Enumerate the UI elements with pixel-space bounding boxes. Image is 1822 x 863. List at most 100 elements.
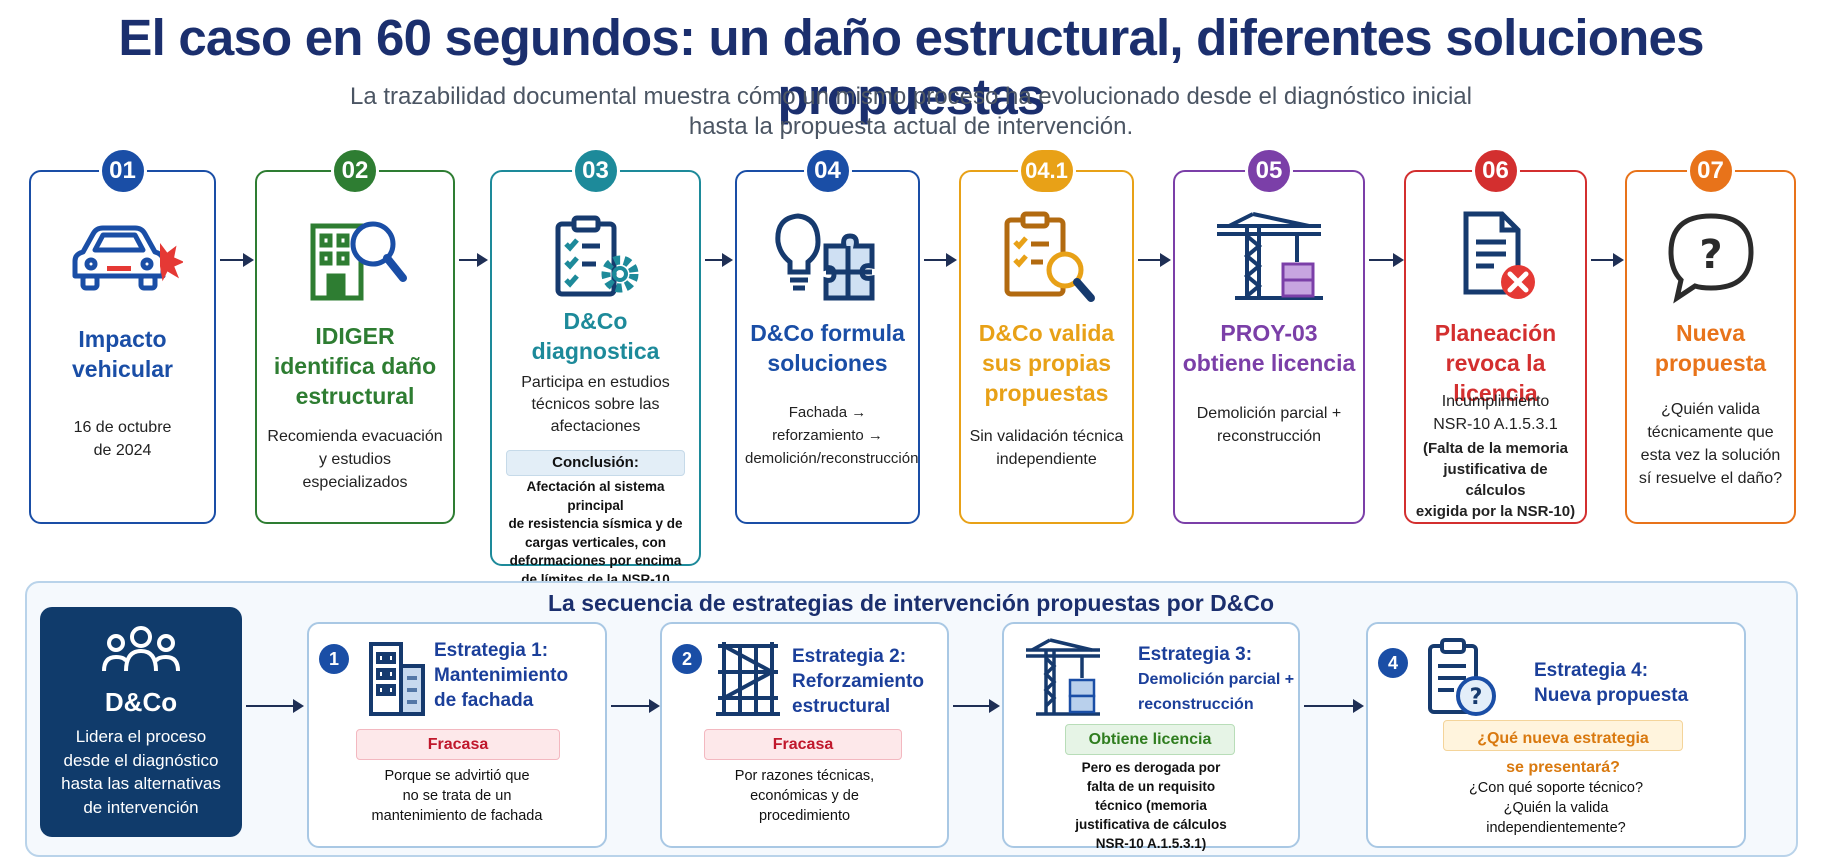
- clipboard-gear-icon: [536, 206, 656, 306]
- dco-description: Lidera el proceso desde el diagnóstico h…: [50, 725, 232, 819]
- step-number-badge: 04: [803, 147, 852, 195]
- car-crash-icon: [63, 206, 184, 306]
- step-desc-line: técnicamente que: [1647, 424, 1774, 441]
- scaffold-icon: [710, 636, 790, 718]
- step-description: Participa en estudios técnicos sobre las…: [500, 372, 691, 438]
- strategy-desc-line: ¿Quién la valida: [1503, 800, 1609, 816]
- step-description: Incumplimiento NSR-10 A.1.5.3.1: [1414, 390, 1577, 436]
- step-title-line: Planeación: [1434, 320, 1557, 346]
- strategy-desc-line: Porque se advirtió que: [384, 768, 530, 784]
- step-title-line: PROY-03: [1220, 320, 1318, 346]
- step-title-line: IDIGER: [315, 323, 395, 349]
- strategy-title-line: estructural: [792, 696, 891, 717]
- step-number-badge: 05: [1245, 147, 1293, 195]
- step-title-line: diagnostica: [531, 338, 660, 364]
- conclusion-line: cargas verticales, con: [524, 534, 667, 550]
- strategy-number: 2: [672, 644, 702, 674]
- result-badge: Fracasa: [356, 729, 560, 760]
- dco-desc-line: hasta las alternativas: [61, 774, 221, 793]
- panel-title: La secuencia de estrategias de intervenc…: [548, 590, 1274, 616]
- question-badge: ¿Qué nueva estrategia se presentará?: [1443, 720, 1683, 776]
- strategy-title-line: Reforzamiento: [792, 671, 924, 692]
- arrow-right-icon: [1304, 699, 1364, 713]
- dco-desc-line: de intervención: [83, 797, 199, 817]
- step-number-badge: 07: [1686, 147, 1735, 195]
- strategy-title: Estrategia 1: Mantenimiento de fachada: [434, 638, 568, 713]
- strategy-description: Porque se advirtió que no se trata de un…: [319, 766, 595, 826]
- step-desc-line: Recomienda evacuación: [267, 428, 443, 445]
- strategy-title-line: Mantenimiento: [434, 665, 569, 686]
- conclusion-label: Conclusión:: [506, 450, 685, 476]
- step-description: 16 de octubre de 2024: [39, 416, 206, 462]
- strategy-desc-line: justificativa de cálculos: [1075, 817, 1227, 832]
- step-desc-line: técnicos sobre las: [531, 396, 660, 413]
- step-note-line: (Falta de la memoria: [1422, 440, 1569, 457]
- strategy-title-line: Demolición parcial +: [1138, 671, 1295, 688]
- conclusion-line: deformaciones por encima: [509, 553, 682, 568]
- step-title-line: D&Co: [563, 308, 628, 334]
- step-note-line: justificativa de cálculos: [1443, 461, 1548, 499]
- step-description: Demolición parcial + reconstrucción: [1183, 402, 1355, 448]
- step-desc-line: Demolición parcial +: [1196, 405, 1342, 422]
- strategy-title: Estrategia 2: Reforzamiento estructural: [792, 644, 924, 719]
- step-desc-line: afectaciones: [550, 418, 641, 435]
- step-desc-line: Fachada →: [788, 404, 867, 421]
- step-desc-line: ¿Quién valida: [1661, 401, 1760, 418]
- question-line: ¿Qué nueva estrategia: [1477, 730, 1649, 747]
- arrow-right-icon: [953, 699, 1000, 713]
- step-title-line: Nueva: [1675, 320, 1746, 346]
- strategy-title: Estrategia 3: Demolición parcial + recon…: [1138, 642, 1294, 717]
- subtitle-line: La trazabilidad documental muestra cómo …: [350, 83, 1472, 110]
- svg-text:?: ?: [1470, 685, 1483, 710]
- step-title-line: obtiene licencia: [1182, 350, 1356, 376]
- strategy-number: 1: [319, 644, 349, 674]
- dco-name: D&Co: [104, 687, 178, 717]
- crane-icon: [1022, 636, 1102, 718]
- step-01-card: 01 Impacto vehicular 16 de octubre de 20…: [29, 147, 216, 524]
- step-title: Nueva propuesta: [1633, 318, 1788, 378]
- strategy-title-line: Estrategia 1:: [434, 640, 549, 661]
- dco-desc-line: Lidera el proceso: [75, 727, 207, 746]
- step-desc-line: NSR-10 A.1.5.3.1: [1433, 416, 1558, 433]
- step-title-line: propuesta: [1654, 350, 1767, 376]
- arrow-right-icon: [1138, 253, 1171, 267]
- building-search-icon: [295, 206, 415, 306]
- strategy-title-line: de fachada: [434, 690, 534, 711]
- step-title-line: estructural: [295, 383, 415, 409]
- step-07-card: 07 ? Nueva propuesta ¿Quién valida técni…: [1625, 147, 1796, 524]
- question-bubble-icon: ?: [1651, 206, 1771, 306]
- strategy-4-card: 4 ? Estrategia 4: Nueva propuesta ¿Qué n…: [1366, 622, 1746, 848]
- step-title: D&Co valida sus propias propuestas: [967, 318, 1126, 408]
- step-title-line: propuestas: [984, 380, 1109, 406]
- strategy-title: Estrategia 4: Nueva propuesta: [1534, 658, 1688, 708]
- strategy-2-card: 2 Estrategia 2: Reforzamiento estructura…: [660, 622, 949, 848]
- dco-card: D&Co Lidera el proceso desde el diagnóst…: [40, 607, 242, 837]
- step-description: Sin validación técnica independiente: [969, 425, 1124, 471]
- strategy-desc-line: Pero es derogada por: [1081, 760, 1221, 775]
- step-desc-line: independiente: [996, 451, 1097, 468]
- step-04-1-card: 04.1 D&Co valida sus propias propuestas …: [959, 147, 1134, 524]
- result-badge: Obtiene licencia: [1065, 724, 1235, 755]
- strategy-desc-line: económicas y de: [750, 788, 859, 804]
- strategy-desc-line: procedimiento: [758, 808, 851, 824]
- dco-desc-line: desde el diagnóstico: [63, 750, 219, 770]
- strategy-desc-line: no se trata de un: [402, 788, 512, 804]
- step-number-badge: 04.1: [1017, 147, 1076, 195]
- step-04-card: 04 D&Co formula soluciones Fachada → ref…: [735, 147, 920, 524]
- step-description: ¿Quién valida técnicamente que esta vez …: [1635, 398, 1786, 490]
- step-desc-line: y estudios especializados: [302, 451, 408, 491]
- building-icon: [357, 636, 437, 718]
- step-title-line: vehicular: [72, 356, 173, 382]
- page-subtitle: La trazabilidad documental muestra cómo …: [311, 82, 1511, 142]
- strategy-desc-line: técnico (memoria: [1095, 798, 1207, 813]
- step-number-badge: 02: [331, 147, 379, 195]
- step-title: Planeación revoca la licencia: [1412, 318, 1579, 408]
- strategy-description: ¿Con qué soporte técnico? ¿Quién la vali…: [1378, 778, 1734, 838]
- step-title-line: identifica daño: [273, 353, 437, 379]
- conclusion-line: Afectación al sistema principal: [526, 479, 665, 513]
- step-title-line: Impacto: [78, 326, 167, 352]
- step-desc-line: demolición/reconstrucción: [745, 450, 919, 467]
- strategy-description: Pero es derogada por falta de un requisi…: [1014, 758, 1288, 853]
- arrow-right-icon: [1369, 253, 1404, 267]
- step-title: D&Co formula soluciones: [743, 318, 912, 378]
